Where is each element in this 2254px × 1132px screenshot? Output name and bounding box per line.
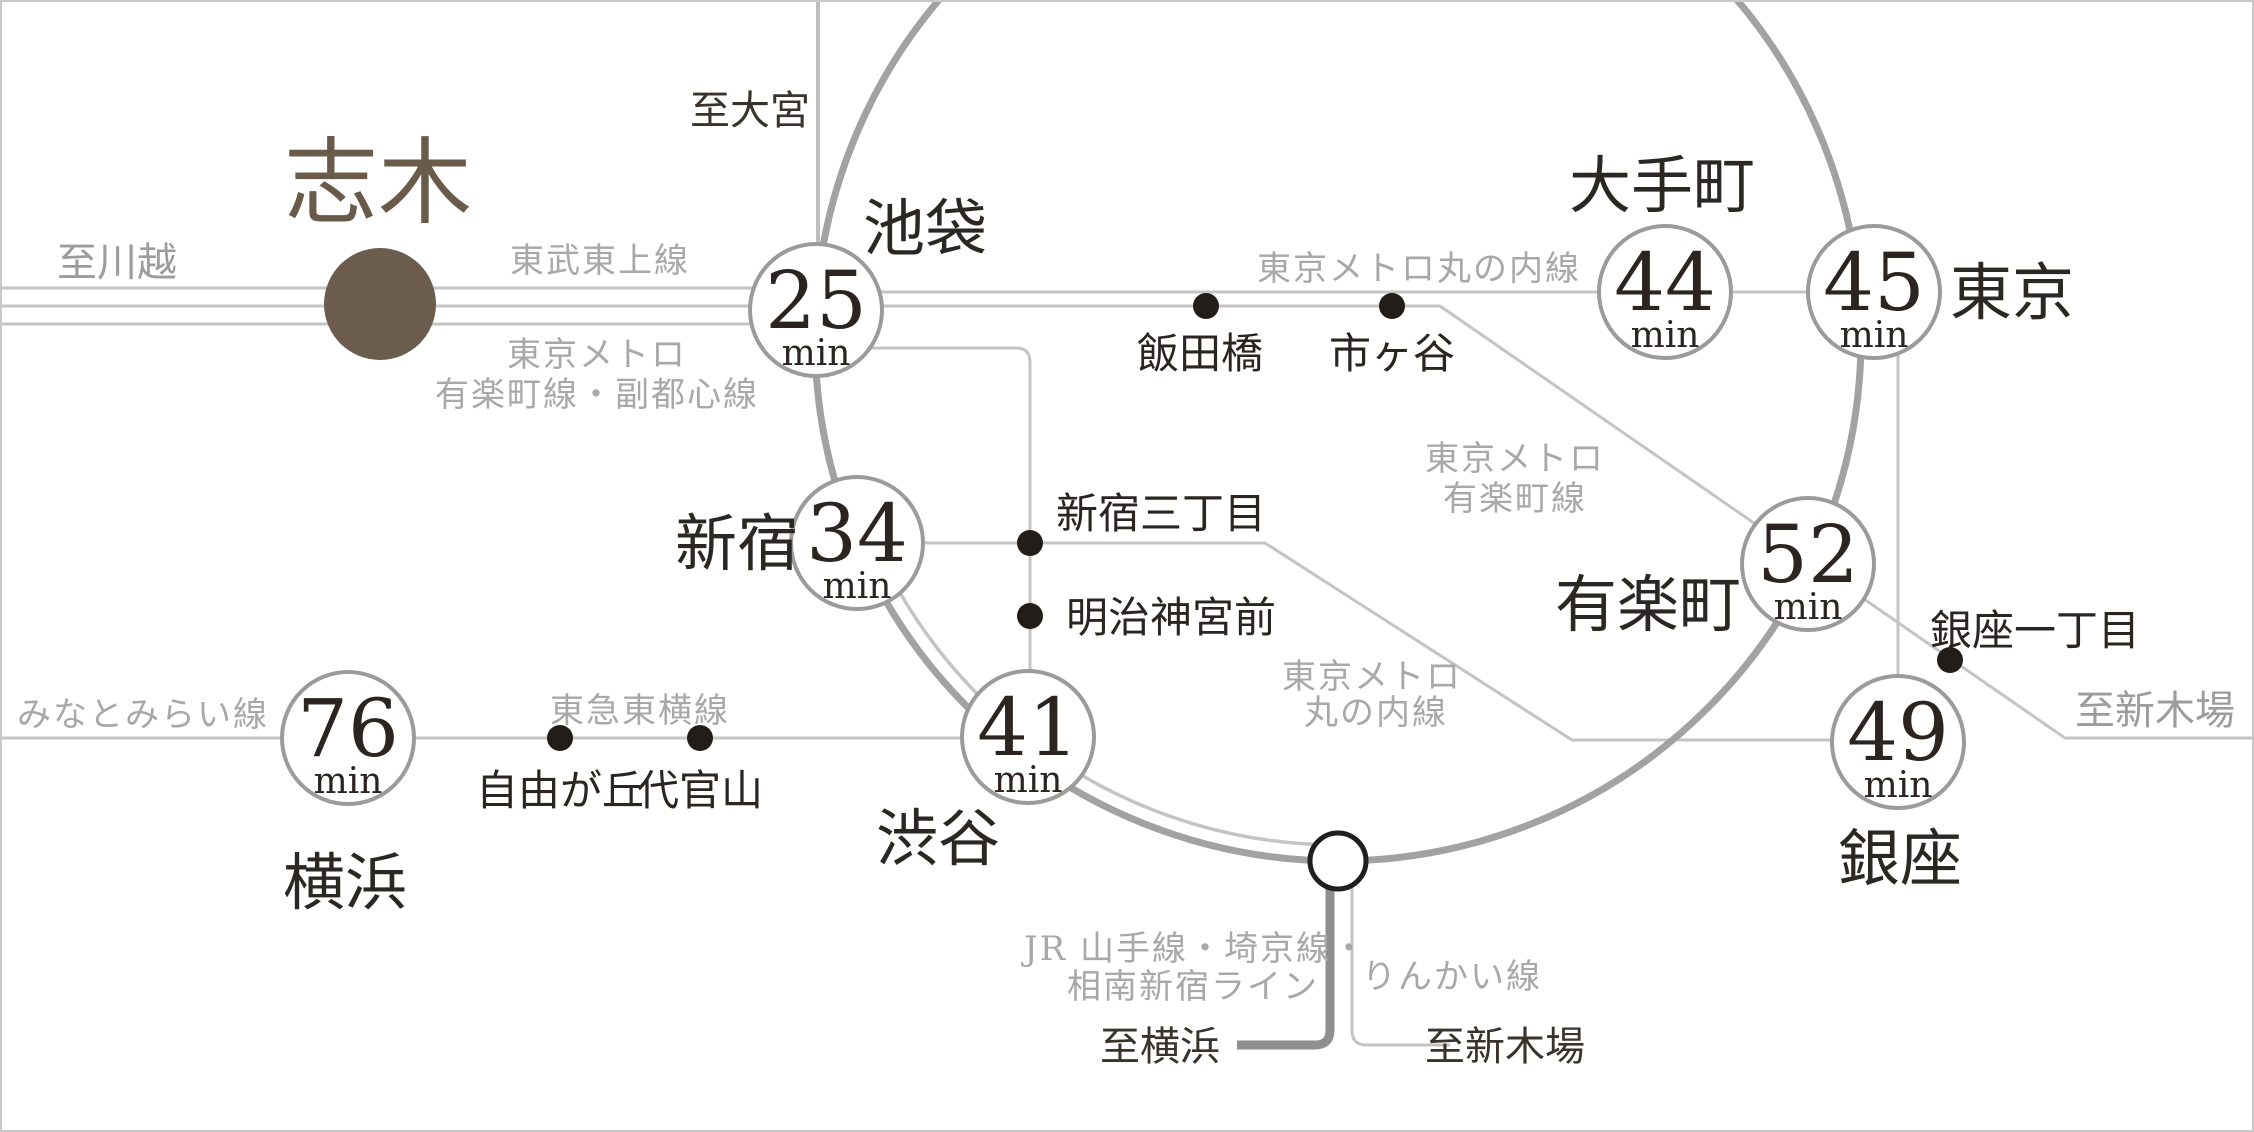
ikebukuro-station-label: 池袋: [863, 192, 987, 265]
otemachi-minutes: 44: [1614, 236, 1716, 329]
yokohama-minutes: 76: [297, 682, 399, 775]
metro-yurakucho-line-label-2: 有楽町線: [1443, 479, 1587, 519]
jiyugaoka-station-label: 自由が丘: [476, 766, 644, 815]
ginza-station-label: 銀座: [1838, 822, 1962, 895]
meiji-jingumae-station-label: 明治神宮前: [1066, 593, 1276, 642]
ikebukuro-minutes-unit: min: [782, 333, 851, 374]
tokyo-minutes: 45: [1823, 236, 1925, 329]
yurakucho-minutes-unit: min: [1774, 587, 1843, 628]
hub-shibuya: 41 min 渋谷: [876, 669, 1096, 875]
to-kawagoe-label: 至川越: [57, 240, 177, 286]
daikanyama-station-dot: [687, 725, 713, 751]
marunouchi-line-mid-label-2: 丸の内線: [1304, 693, 1448, 733]
rail-marunouchi-line-south: [860, 541, 1836, 742]
hub-yurakucho: 52 min 有楽町: [1555, 496, 1876, 641]
hub-yokohama: 76 min 横浜: [280, 670, 416, 919]
origin-station-shiki: 志木: [284, 129, 472, 360]
yurakucho-minutes: 52: [1757, 508, 1859, 601]
shibuya-station-label: 渋谷: [876, 802, 1000, 875]
ikebukuro-time-badge: [748, 242, 884, 378]
to-shinkiba-south-label: 至新木場: [1425, 1024, 1585, 1070]
yokohama-minutes-unit: min: [314, 761, 383, 802]
hub-ikebukuro: 25 min 池袋: [748, 192, 987, 378]
tobu-tojo-line-label: 東武東上線: [510, 241, 690, 281]
direction-labels: 至川越 至大宮 至新木場 至横浜 至新木場: [57, 88, 2235, 1070]
hub-tokyo: 45 min 東京: [1806, 224, 2074, 360]
shiki-station-label: 志木: [284, 129, 472, 238]
shibuya-minutes: 41: [977, 681, 1079, 774]
tokyu-toyoko-line-label: 東急東横線: [550, 691, 730, 731]
hub-shinjuku: 34 min 新宿: [675, 475, 925, 611]
yokohama-time-badge: [280, 670, 416, 806]
shinjuku-minutes-unit: min: [823, 566, 892, 607]
ginza-minutes-unit: min: [1864, 765, 1933, 806]
metro-yurakucho-fukutoshin-line-label-2: 有楽町線・副都心線: [435, 375, 759, 415]
tokyo-station-label: 東京: [1950, 256, 2074, 329]
shinjuku-sanchome-station-dot: [1017, 530, 1043, 556]
rail-metro-yurakucho-line: [2, 304, 2252, 740]
marunouchi-line-mid-label-1: 東京メトロ: [1282, 657, 1462, 697]
shibuya-time-badge: [960, 669, 1096, 805]
rail-jr-to-yokohama: [1237, 873, 1335, 1050]
ginza-minutes: 49: [1847, 686, 1949, 779]
shibuya-minutes-unit: min: [994, 760, 1063, 801]
ichigaya-station-dot: [1379, 293, 1405, 319]
yurakucho-station-label: 有楽町: [1555, 568, 1741, 641]
yurakucho-time-badge: [1740, 496, 1876, 632]
to-omiya-label: 至大宮: [690, 88, 810, 134]
hub-ginza: 49 min 銀座: [1830, 674, 1966, 895]
line-name-labels: 東武東上線 東京メトロ 有楽町線・副都心線 東京メトロ丸の内線 東京メトロ 有楽…: [17, 241, 1605, 1007]
rail-rinkai-line: [1350, 878, 1450, 1047]
otemachi-minutes-unit: min: [1631, 315, 1700, 356]
iidabashi-station-label: 飯田橋: [1137, 329, 1263, 378]
marunouchi-line-north-label: 東京メトロ丸の内線: [1257, 249, 1581, 289]
minatomirai-line-label: みなとみらい線: [17, 695, 269, 735]
jiyugaoka-station-dot: [547, 725, 573, 751]
shiki-station-marker: [324, 248, 436, 360]
tokyo-minutes-unit: min: [1840, 315, 1909, 356]
daikanyama-station-label: 代官山: [637, 766, 763, 815]
iidabashi-station-dot: [1193, 293, 1219, 319]
ichigaya-station-label: 市ヶ谷: [1329, 329, 1455, 378]
meiji-jingumae-station-dot: [1017, 603, 1043, 629]
rail-fukutoshin-line: [826, 346, 1032, 676]
rinkai-line-label: りんかい線: [1362, 957, 1542, 997]
shinjuku-time-badge: [789, 475, 925, 611]
shinjuku-sanchome-station-label: 新宿三丁目: [1056, 489, 1266, 538]
ginza-itchome-station-label: 銀座一丁目: [1930, 606, 2140, 655]
jr-lines-label-1: JR 山手線・埼京線・: [1021, 929, 1368, 969]
to-yokohama-south-label: 至横浜: [1100, 1024, 1220, 1070]
shinjuku-minutes: 34: [806, 487, 908, 580]
ginza-itchome-station-dot: [1937, 647, 1963, 673]
otemachi-time-badge: [1597, 224, 1733, 360]
metro-yurakucho-fukutoshin-line-label-1: 東京メトロ: [507, 335, 687, 375]
jr-lines-label-2: 相南新宿ライン: [1067, 967, 1319, 1007]
yokohama-station-label: 横浜: [283, 846, 407, 919]
ginza-time-badge: [1830, 674, 1966, 810]
metro-yurakucho-line-label-1: 東京メトロ: [1425, 439, 1605, 479]
ikebukuro-minutes: 25: [765, 254, 867, 347]
junction-station-marker: [1307, 830, 1369, 892]
rail-jr-shinjuku-shibuya: [870, 536, 1339, 847]
intermediate-stations: 飯田橋 市ヶ谷 新宿三丁目 明治神宮前 銀座一丁目 自由が丘 代官山: [476, 293, 2140, 815]
to-shinkiba-east-label: 至新木場: [2075, 688, 2235, 734]
hub-otemachi: 44 min 大手町: [1569, 149, 1755, 360]
otemachi-station-label: 大手町: [1569, 149, 1755, 222]
tokyo-time-badge: [1806, 224, 1942, 360]
shinjuku-station-label: 新宿: [675, 507, 799, 580]
